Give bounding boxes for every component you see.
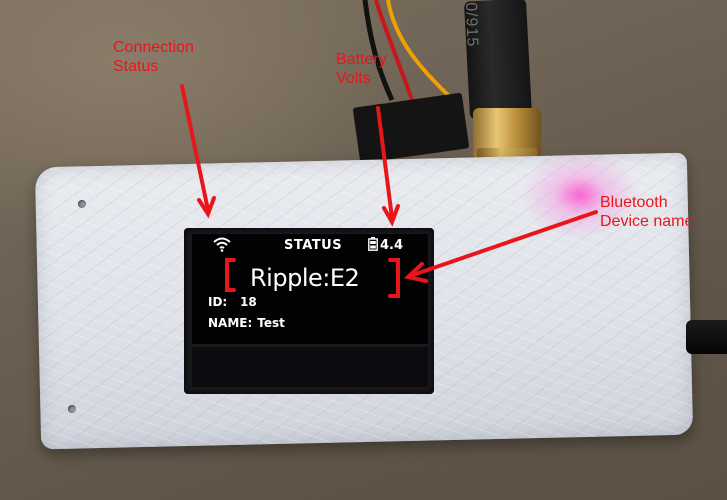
connection-status-annotation: Connection Status: [113, 38, 194, 76]
oled-status-title: STATUS: [284, 238, 343, 253]
usb-cable: [686, 320, 727, 354]
oled-flex-area: [192, 347, 428, 387]
annotation-line: Status: [113, 58, 159, 75]
name-label: NAME:: [208, 316, 253, 330]
battery-icon: [368, 237, 378, 251]
header-connector: [352, 92, 470, 164]
id-value: 18: [240, 295, 257, 309]
device-id-row: ID: 18: [208, 295, 257, 309]
antenna-marking: 0/915: [462, 2, 481, 48]
device-name-row: NAME: Test: [208, 316, 285, 330]
annotation-line: Battery: [336, 51, 387, 68]
name-value: Test: [257, 316, 285, 330]
id-label: ID:: [208, 295, 228, 309]
bluetooth-device-name: Ripple:E2: [250, 264, 360, 292]
annotation-line: Volts: [336, 70, 371, 87]
wifi-signal-icon: [213, 237, 231, 252]
oled-screen: STATUS 4.4 Ripple:E2 ID: 18 NAME: Test: [192, 234, 428, 344]
bluetooth-device-name-annotation: Bluetooth Device name: [600, 193, 693, 231]
battery-volts-annotation: Battery Volts: [336, 50, 387, 88]
annotation-line: Connection: [113, 39, 194, 56]
annotation-line: Device name: [600, 213, 694, 230]
screw-icon: [68, 405, 76, 413]
battery-volts-value: 4.4: [380, 238, 404, 253]
annotation-line: Bluetooth: [600, 194, 668, 211]
screw-icon: [78, 200, 86, 208]
